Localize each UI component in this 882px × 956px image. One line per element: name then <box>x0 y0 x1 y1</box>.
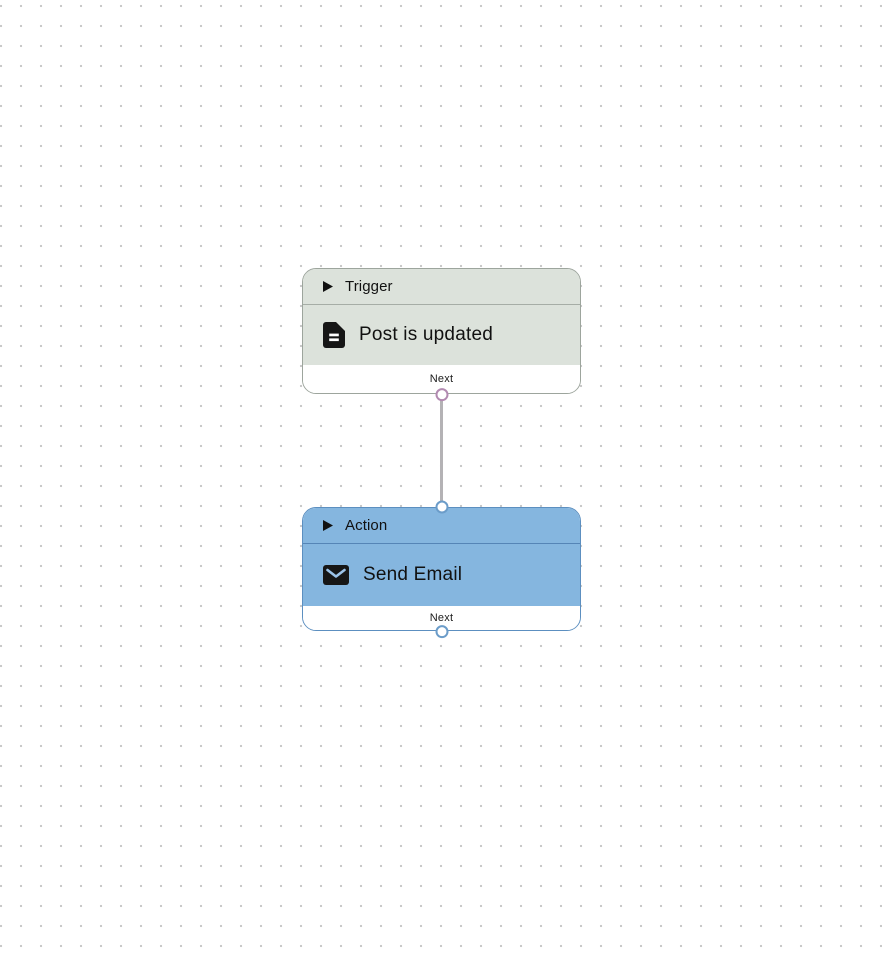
node-title: Send Email <box>363 564 463 585</box>
node-trigger-body[interactable]: Post is updated <box>303 305 580 365</box>
action-output-port[interactable] <box>435 625 448 639</box>
action-input-port[interactable] <box>435 500 448 514</box>
node-action-footer: Next <box>303 606 580 630</box>
node-title: Post is updated <box>359 324 493 345</box>
next-port-label: Next <box>429 612 454 624</box>
play-triangle-icon <box>323 520 333 531</box>
node-action[interactable]: Action Send Email Next <box>302 500 581 639</box>
node-trigger-box[interactable]: Trigger Post is updated Next <box>302 268 581 394</box>
play-triangle-icon <box>323 281 333 292</box>
node-kind-label: Action <box>345 517 388 534</box>
node-trigger[interactable]: Trigger Post is updated Next <box>302 268 581 402</box>
node-action-header[interactable]: Action <box>303 508 580 544</box>
mail-icon <box>323 565 349 585</box>
document-icon <box>323 322 345 348</box>
next-port-label: Next <box>429 373 454 385</box>
node-kind-label: Trigger <box>345 278 393 295</box>
trigger-output-port[interactable] <box>435 388 448 402</box>
node-trigger-header[interactable]: Trigger <box>303 269 580 305</box>
node-action-body[interactable]: Send Email <box>303 544 580 606</box>
connector-edge <box>440 394 443 508</box>
node-action-box[interactable]: Action Send Email Next <box>302 507 581 631</box>
